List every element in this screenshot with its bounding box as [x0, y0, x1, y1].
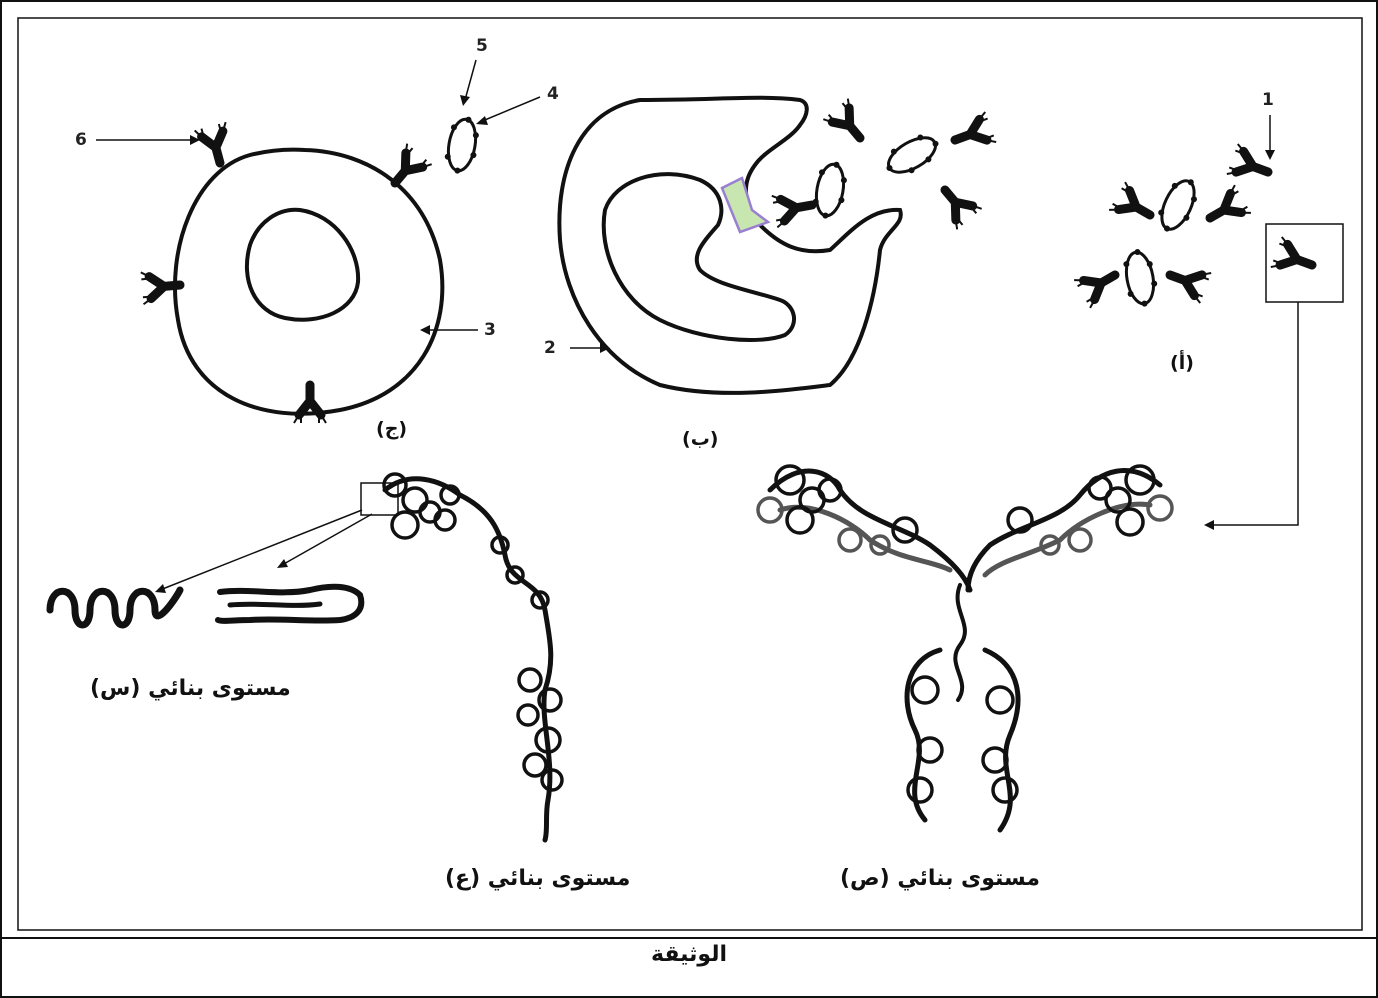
label-number-5: 5 — [476, 36, 488, 56]
label-number-6: 6 — [75, 130, 87, 150]
inner-border — [17, 17, 1363, 931]
label-number-3: 3 — [484, 320, 496, 340]
cell-membrane — [173, 147, 445, 416]
free-antibody-icon — [1165, 260, 1212, 303]
protein-tertiary-structure — [382, 472, 564, 843]
free-antibody-icon — [823, 99, 872, 149]
zoom-arrow — [1210, 302, 1299, 526]
bacterium-icon — [1118, 245, 1163, 311]
bacterium-icon — [440, 112, 485, 178]
zoom-box-antibody — [1265, 223, 1344, 303]
bacterium-icon — [877, 126, 947, 185]
free-antibody-icon — [950, 112, 997, 155]
label-number-1: 1 — [1262, 90, 1274, 110]
level-label-x: مستوى بنائي (س) — [90, 676, 291, 701]
bacterium-icon — [808, 157, 853, 223]
free-antibody-icon — [1202, 185, 1251, 232]
macrophage-nucleus — [601, 172, 796, 342]
membrane-antibody-icon — [294, 385, 326, 423]
panel-label-a: (أ) — [1170, 352, 1194, 374]
macrophage-membrane — [557, 95, 903, 395]
alpha-helix-structure — [46, 586, 184, 629]
bacterium-icon — [1150, 170, 1207, 240]
antibody-quaternary-structure — [756, 464, 1174, 833]
zoom-box-structure — [360, 482, 399, 516]
level-label-y: مستوى بنائي (ع) — [445, 866, 631, 891]
antigen-binding-site — [720, 176, 771, 234]
free-antibody-icon — [933, 180, 982, 230]
membrane-antibody-icon — [195, 122, 236, 167]
leader-line-4 — [479, 96, 541, 123]
panel-b-macrophage — [557, 95, 997, 395]
membrane-antibody-icon — [383, 144, 432, 194]
cell-nucleus — [244, 207, 361, 322]
arrow-to-helix — [159, 509, 363, 591]
level-label-z: مستوى بنائي (ص) — [840, 866, 1040, 891]
arrow-to-sheet — [281, 513, 373, 566]
panel-a-agglutination — [1074, 144, 1273, 309]
free-antibody-icon — [772, 189, 815, 227]
leader-line-5 — [464, 59, 477, 101]
panel-label-b: (ب) — [682, 428, 719, 450]
panel-c-cell — [141, 112, 485, 423]
beta-sheet-structure — [215, 583, 365, 624]
free-antibody-icon — [1109, 182, 1158, 229]
panel-label-c: (ج) — [376, 418, 408, 440]
label-number-4: 4 — [547, 84, 559, 104]
zoom-antibody-icon — [1271, 237, 1318, 280]
free-antibody-icon — [1074, 261, 1123, 308]
label-number-2: 2 — [544, 338, 556, 358]
document-title: الوثيقة — [650, 942, 727, 967]
